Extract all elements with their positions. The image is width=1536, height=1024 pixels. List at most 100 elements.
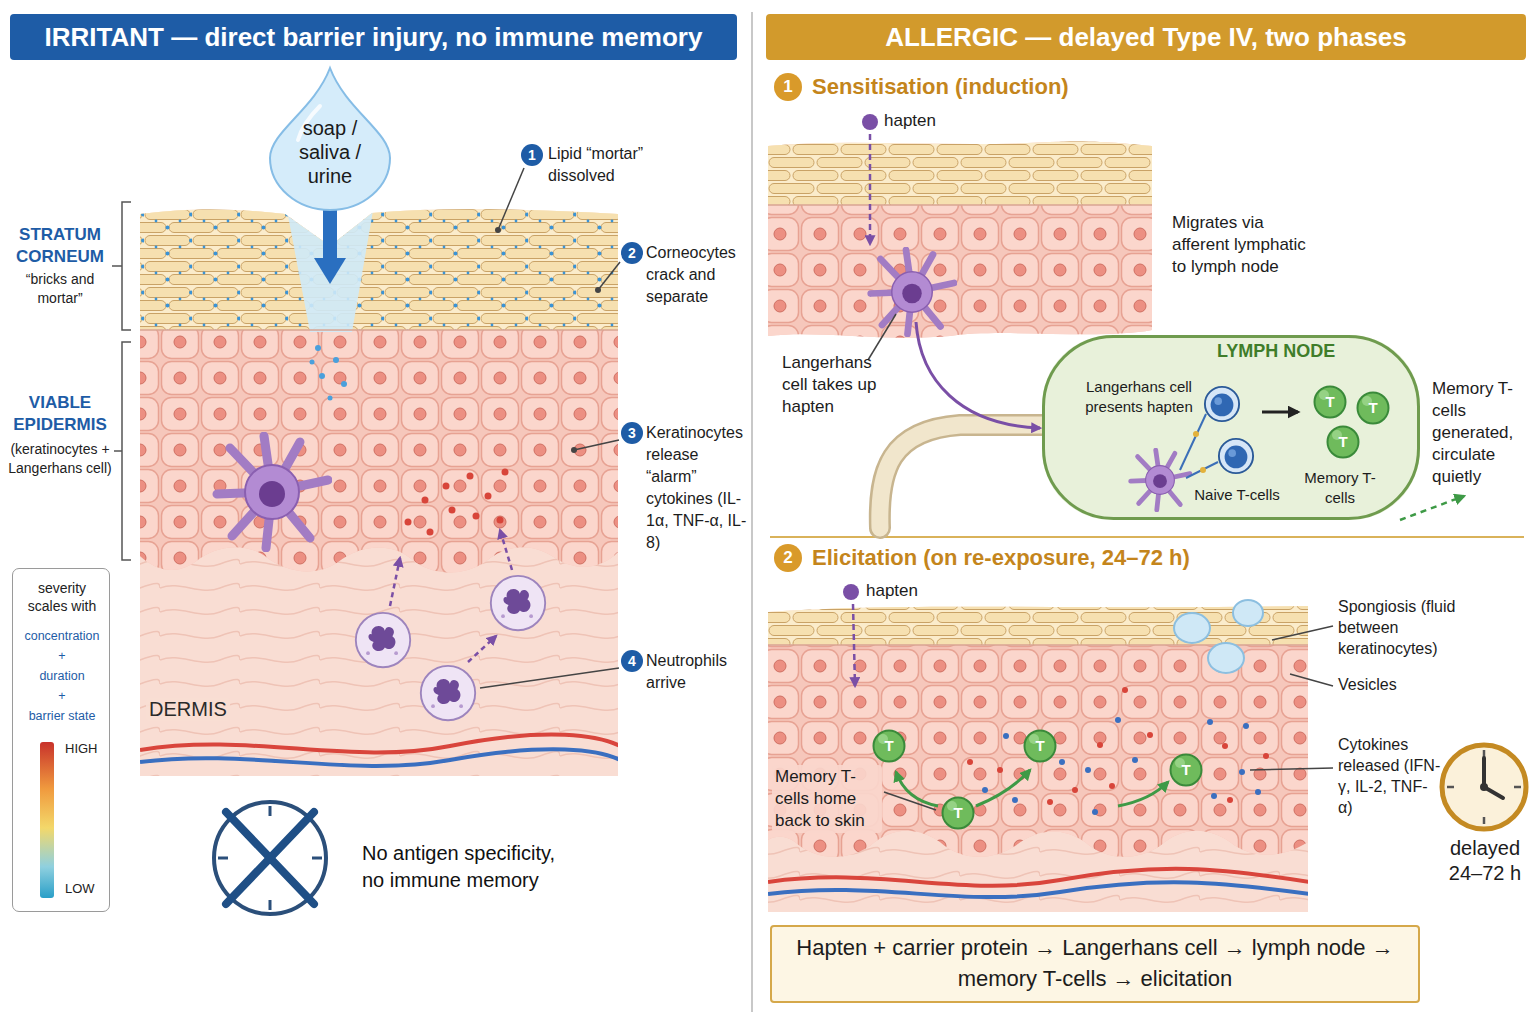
t-cell-letter: T [941, 796, 975, 830]
factor: barrier state [13, 707, 111, 725]
leader-dots [495, 227, 601, 453]
header-band: IRRITANT — direct barrier injury, no imm… [10, 14, 737, 60]
plus-sign: + [13, 687, 111, 705]
summary-text: Hapten + carrier protein → Langerhans ce… [790, 933, 1400, 995]
presentation-dots [1193, 431, 1206, 473]
neutrophil [356, 613, 410, 667]
factor: concentration [13, 627, 111, 645]
water-droplets [310, 345, 348, 401]
langerhans-cell [871, 250, 954, 334]
callout-text: Neutrophils arrive [646, 650, 749, 694]
severity-scale [12, 568, 110, 912]
lymphatic-vessel [880, 425, 1046, 528]
delay-label: delayed 24–72 h [1440, 836, 1530, 886]
homing-arrows [896, 770, 1168, 806]
header-title: IRRITANT — direct barrier injury, no imm… [45, 22, 703, 53]
neutrophil [491, 576, 545, 630]
leader-lines [884, 626, 1333, 810]
migration-arrow [916, 322, 1040, 428]
hapten-arrow [869, 134, 872, 244]
differentiation-arrow [1262, 411, 1298, 414]
circulation-arrow [1400, 496, 1464, 520]
layer-name: DERMIS [146, 698, 230, 721]
layer-name: STRATUM CORNEUM [10, 224, 110, 268]
scale-end: LOW [65, 881, 95, 896]
cell-label: Langerhans cell presents hapten [1084, 377, 1194, 417]
scale-end: HIGH [65, 741, 98, 756]
t-cell: T [1356, 391, 1390, 425]
step-number: 1 [774, 73, 802, 101]
t-cell-letter: T [1326, 425, 1360, 459]
callout-number: 3 [621, 422, 643, 444]
delay-clock [1442, 745, 1526, 829]
hapten-dot [843, 584, 859, 600]
severity-box: severity scales with concentration + durati… [12, 568, 110, 912]
irritant-skin-section [140, 200, 620, 780]
callout-text: Keratinocytes release “alarm” cytokines … [646, 422, 749, 554]
step-number: 2 [774, 544, 802, 572]
cytokine-dots [405, 469, 509, 536]
hapten-label: hapten [866, 580, 918, 602]
t-cell: T [1169, 753, 1203, 787]
panel-divider [751, 12, 753, 1012]
t-cell: T [941, 796, 975, 830]
section-title: Elicitation (on re-exposure, 24–72 h) [812, 545, 1190, 571]
migration-arrows [390, 530, 512, 662]
summary-box: Hapten + carrier protein → Langerhans ce… [770, 925, 1420, 1003]
t-cell: T [1313, 385, 1347, 419]
t-cell: T [1023, 729, 1057, 763]
t-cell-letter: T [1313, 385, 1347, 419]
note: No antigen specificity, no immune memory [362, 840, 580, 894]
cell-label: Memory T-cells [1298, 468, 1382, 508]
t-cell-letter: T [872, 729, 906, 763]
section-title: Sensitisation (induction) [812, 74, 1069, 100]
lymph-node-title: LYMPH NODE [1217, 341, 1335, 362]
box-heading: severity scales with [17, 579, 107, 615]
presentation-links [1180, 414, 1218, 478]
crossed-clock [214, 802, 326, 914]
hapten-label: hapten [884, 110, 936, 132]
callout-text: Langerhans cell takes up hapten [782, 352, 890, 418]
callout-text: Cytokines released (IFN-γ, IL-2, TNF-α) [1338, 734, 1441, 818]
cytokine-dots [967, 687, 1269, 815]
callout-number: 2 [621, 242, 643, 264]
sensitisation-skin [768, 136, 1154, 346]
callout-text: Memory T-cells home back to skin [772, 765, 882, 833]
layer-note: “bricks and mortar” [10, 270, 110, 308]
cell-label: Naive T-cells [1192, 485, 1282, 505]
callout-text: Corneocytes crack and separate [646, 242, 749, 308]
vesicles [1174, 600, 1263, 673]
t-cell-letter: T [1356, 391, 1390, 425]
langerhans-cell [1131, 450, 1190, 510]
leader-lines [480, 168, 620, 688]
callout-text: Spongiosis (fluid between keratinocytes) [1338, 596, 1466, 659]
header-band: ALLERGIC — delayed Type IV, two phases [766, 14, 1526, 60]
header-title: ALLERGIC — delayed Type IV, two phases [885, 22, 1407, 53]
layer-note: (keratinocytes + Langerhans cell) [8, 440, 112, 478]
naive-t-cell [1205, 387, 1239, 421]
naive-t-cell [1219, 439, 1253, 473]
callout-number: 4 [621, 650, 643, 672]
callout-number: 1 [521, 144, 543, 166]
lymph-node: LYMPH NODE Langerhans cell presents hapte… [1042, 335, 1420, 520]
callout-text: Memory T-cells generated, circulate quie… [1432, 378, 1530, 488]
factor: duration [13, 667, 111, 685]
leader-line [868, 314, 896, 360]
hapten-dot [862, 114, 878, 130]
neutrophil [421, 666, 475, 720]
hapten-arrow [853, 604, 855, 686]
callout-text: Lipid “mortar” dissolved [548, 143, 678, 187]
lymph-node-fill [1042, 335, 1420, 520]
t-cell: T [1326, 425, 1360, 459]
plus-sign: + [13, 647, 111, 665]
langerhans-cell [217, 436, 328, 548]
droplet: soap / saliva / urine [268, 66, 392, 212]
t-cell: T [872, 729, 906, 763]
t-cell-letter: T [1169, 753, 1203, 787]
t-cell-letter: T [1023, 729, 1057, 763]
layer-brackets [112, 202, 131, 560]
droplet-text: soap / saliva / urine [285, 116, 375, 188]
callout-text: Vesicles [1338, 674, 1397, 695]
